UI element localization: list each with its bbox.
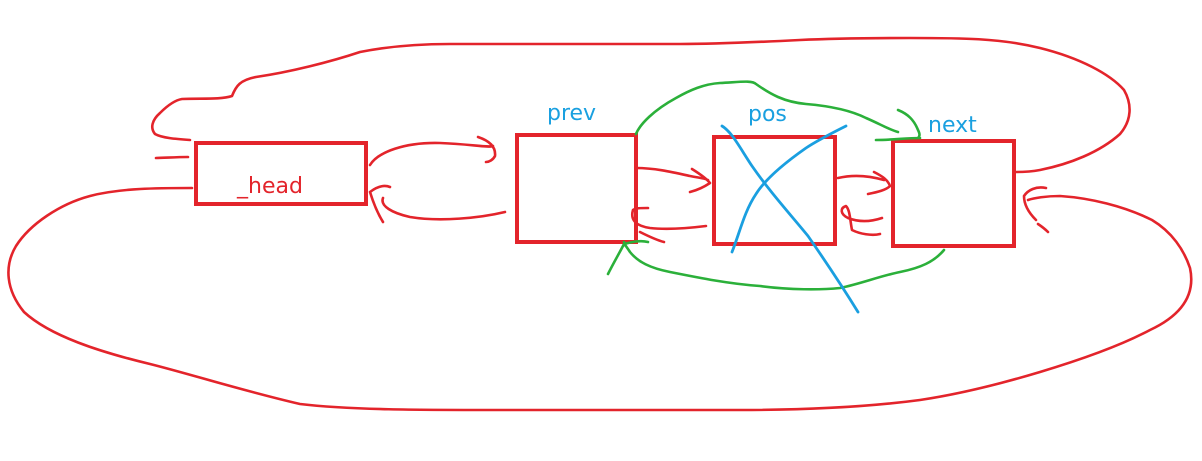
node-pos-box	[712, 135, 837, 246]
node-prev-label: prev	[547, 101, 597, 126]
node-head-label: _head	[237, 174, 303, 199]
link-arrows	[7, 36, 1193, 412]
node-head-box	[194, 141, 368, 206]
arrow-head-prev-stub	[150, 36, 1131, 174]
arrow-pos-to-next	[836, 170, 892, 196]
arrow-prev-to-head	[368, 184, 507, 224]
link-prev-to-next-top	[634, 80, 922, 142]
arrow-head-stub-tip	[154, 155, 190, 160]
node-next-box	[891, 139, 1016, 248]
node-prev-box	[515, 133, 638, 244]
arrow-prev-to-pos	[634, 166, 712, 194]
new-links	[606, 80, 946, 291]
arrow-head-to-prev	[368, 135, 497, 167]
node-boxes	[194, 133, 1016, 248]
cross-stroke-1	[720, 124, 860, 314]
node-next-label: next	[928, 113, 977, 138]
arrow-outer-loop	[7, 186, 1193, 412]
cross-stroke-2	[730, 124, 848, 254]
link-next-to-prev-bottom	[606, 239, 946, 291]
removed-node-cross	[720, 124, 860, 314]
node-pos-label: pos	[748, 102, 787, 127]
arrow-pos-to-prev	[630, 206, 708, 244]
arrow-next-to-pos	[840, 204, 884, 237]
